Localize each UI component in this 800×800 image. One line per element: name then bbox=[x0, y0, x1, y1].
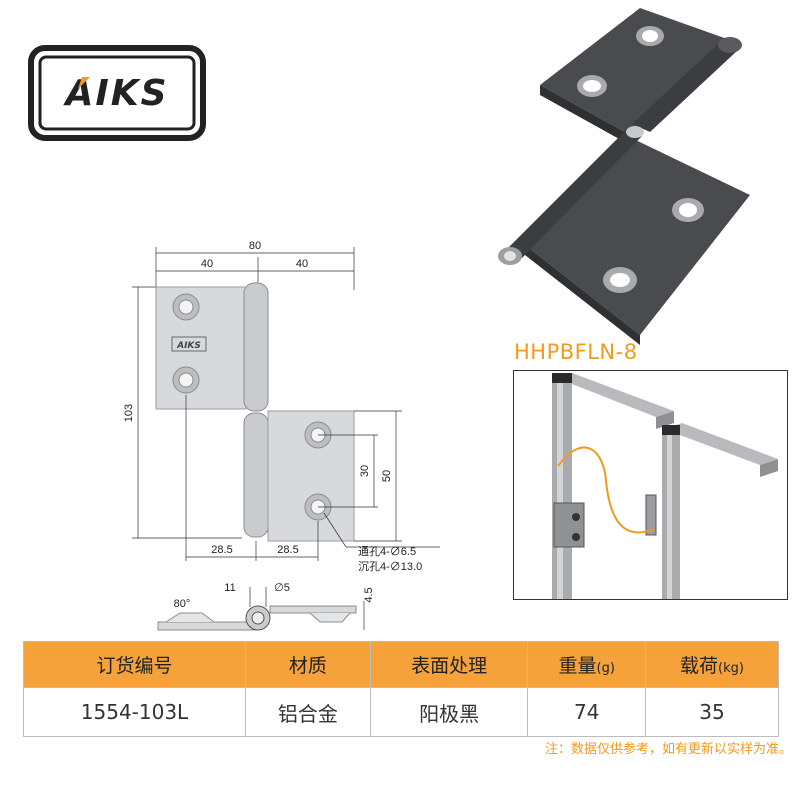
model-number: HHPBFLN-8 bbox=[514, 340, 638, 364]
dim-overall-width: 80 bbox=[249, 240, 261, 252]
dim-half-right: 40 bbox=[296, 258, 308, 270]
dim-hole-spacing: 30 bbox=[359, 465, 371, 477]
spec-data-row: 1554-103L 铝合金 阳极黑 74 35 bbox=[23, 687, 779, 737]
header-material: 材质 bbox=[244, 641, 371, 688]
hole-counter-callout: 沉孔4-∅13.0 bbox=[358, 560, 422, 573]
dim-leaf-height: 50 bbox=[381, 470, 393, 482]
dim-bottom-left: 28.5 bbox=[211, 544, 232, 556]
drawing-logo: AIKS bbox=[176, 341, 201, 351]
cell-finish: 阳极黑 bbox=[369, 687, 529, 737]
hole-through-callout: 通孔4-∅6.5 bbox=[358, 545, 416, 558]
application-illustration bbox=[513, 370, 788, 600]
dim-bottom-right: 28.5 bbox=[277, 544, 298, 556]
dim-height: 103 bbox=[123, 404, 135, 422]
brand-logo: AIKS bbox=[28, 45, 206, 141]
cell-weight: 74 bbox=[527, 687, 646, 737]
logo-text: AIKS bbox=[62, 73, 168, 114]
dim-pin-dia: ∅5 bbox=[274, 582, 290, 594]
header-weight: 重量(g) bbox=[527, 641, 646, 688]
header-finish: 表面处理 bbox=[369, 641, 529, 688]
disclaimer-note: 注：数据仅供参考，如有更新以实样为准。 bbox=[544, 742, 792, 757]
dim-half-left: 40 bbox=[201, 258, 213, 270]
technical-drawing: 80 40 40 103 AIKS 30 50 bbox=[110, 235, 440, 640]
dim-pin-offset: 11 bbox=[224, 582, 235, 594]
cell-material: 铝合金 bbox=[244, 687, 371, 737]
hinge-3d-render bbox=[480, 0, 800, 345]
header-order-no: 订货编号 bbox=[23, 641, 246, 688]
spec-header-row: 订货编号 材质 表面处理 重量(g) 载荷(kg) bbox=[23, 641, 779, 688]
cell-load: 35 bbox=[645, 687, 779, 737]
dim-thickness: 4.5 bbox=[363, 587, 375, 602]
header-load: 载荷(kg) bbox=[645, 641, 779, 688]
cell-order-no: 1554-103L bbox=[23, 687, 246, 737]
dim-angle: 80° bbox=[174, 598, 191, 610]
spec-table: 订货编号 材质 表面处理 重量(g) 载荷(kg) 1554-103L 铝合金 … bbox=[23, 641, 779, 737]
